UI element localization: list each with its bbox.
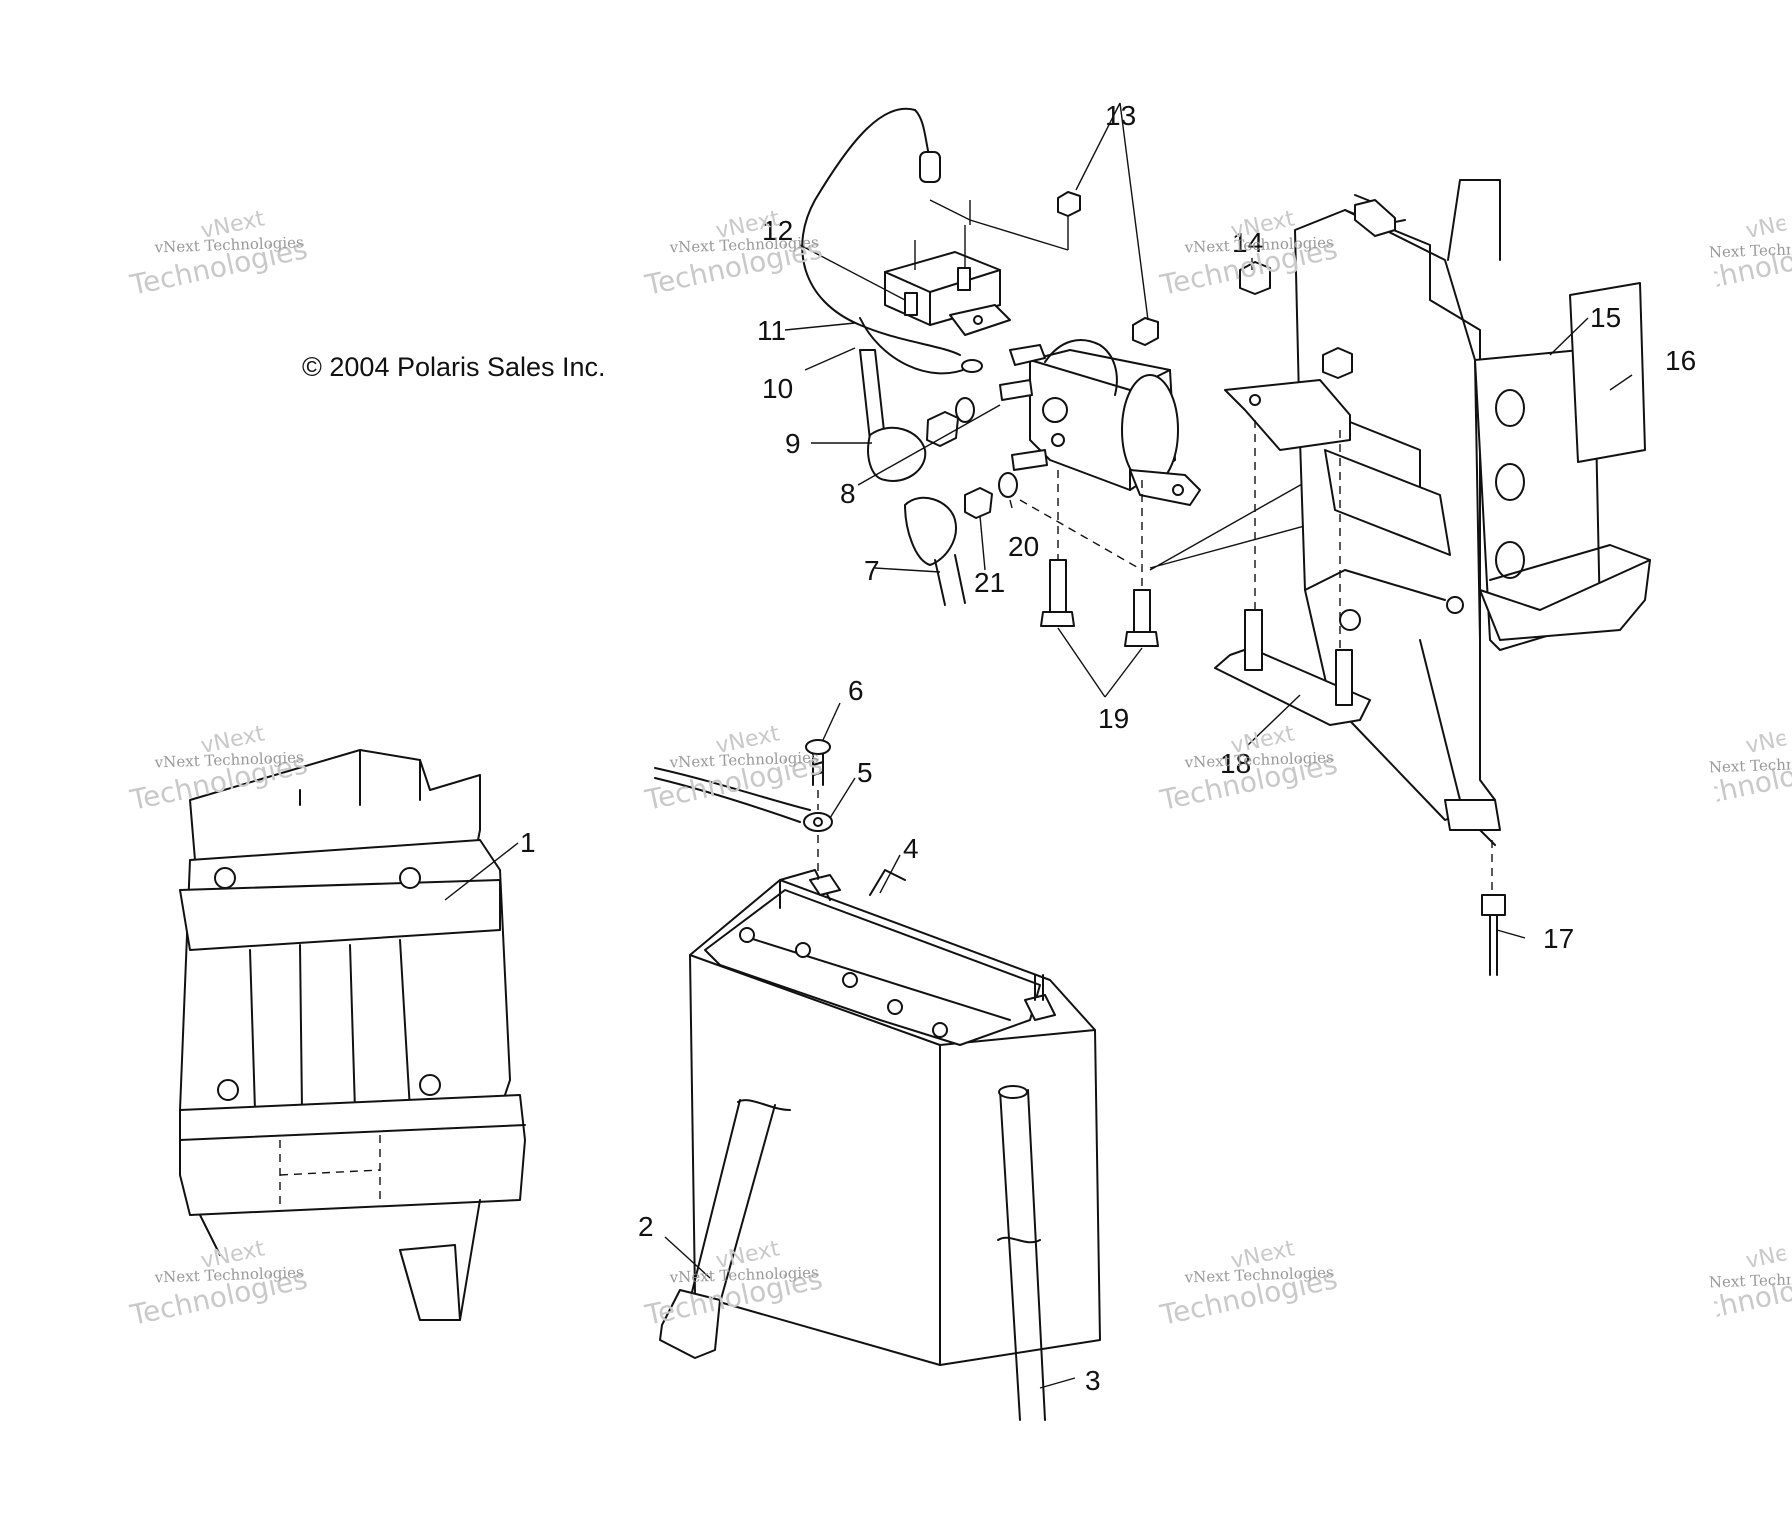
battery-4 bbox=[654, 739, 1101, 1421]
boot-7 bbox=[904, 496, 957, 566]
nut-14-a bbox=[1239, 261, 1271, 295]
battery-box-1 bbox=[179, 749, 526, 1321]
copyright-notice: © 2004 Polaris Sales Inc. bbox=[302, 352, 606, 382]
callout-3: 3 bbox=[1085, 1365, 1101, 1396]
callout-18: 18 bbox=[1220, 748, 1251, 779]
callout-4: 4 bbox=[903, 833, 919, 864]
callout-20: 20 bbox=[1008, 531, 1039, 562]
leader-lines bbox=[444, 102, 1633, 1389]
wire-terminal bbox=[919, 151, 941, 183]
callout-1: 1 bbox=[520, 827, 536, 858]
wire-10 bbox=[801, 107, 961, 356]
callout-9: 9 bbox=[785, 428, 801, 459]
callout-13: 13 bbox=[1105, 100, 1136, 131]
callout-16: 16 bbox=[1665, 345, 1696, 376]
solenoid-assembly bbox=[801, 107, 1381, 647]
callout-8: 8 bbox=[840, 478, 856, 509]
callout-7: 7 bbox=[864, 555, 880, 586]
callout-10: 10 bbox=[762, 373, 793, 404]
callout-12: 12 bbox=[762, 215, 793, 246]
nut-21 bbox=[964, 487, 993, 519]
label-16 bbox=[1569, 282, 1646, 463]
callout-2: 2 bbox=[638, 1211, 654, 1242]
nut-13-a bbox=[1057, 191, 1081, 217]
nut-13-b bbox=[1132, 317, 1159, 346]
callout-6: 6 bbox=[848, 675, 864, 706]
callout-21: 21 bbox=[974, 567, 1005, 598]
callout-11: 11 bbox=[757, 315, 786, 346]
boot-9 bbox=[867, 426, 927, 482]
wire-11 bbox=[859, 317, 969, 375]
callout-19: 19 bbox=[1098, 703, 1129, 734]
callout-numbers: 1 2 3 4 5 6 7 8 9 10 11 12 13 14 15 16 1… bbox=[520, 100, 1696, 1396]
nut-14-b bbox=[1322, 347, 1353, 379]
mounting-bracket-15 bbox=[1214, 179, 1651, 976]
washer-20 bbox=[998, 472, 1018, 498]
bolt-19-b bbox=[1124, 631, 1159, 647]
callout-14: 14 bbox=[1232, 227, 1263, 258]
callout-17: 17 bbox=[1543, 923, 1574, 954]
callout-15: 15 bbox=[1590, 302, 1621, 333]
callout-5: 5 bbox=[857, 757, 873, 788]
screw-6 bbox=[805, 739, 831, 755]
bolt-19-a bbox=[1040, 611, 1075, 627]
rivet-17 bbox=[1481, 894, 1506, 916]
